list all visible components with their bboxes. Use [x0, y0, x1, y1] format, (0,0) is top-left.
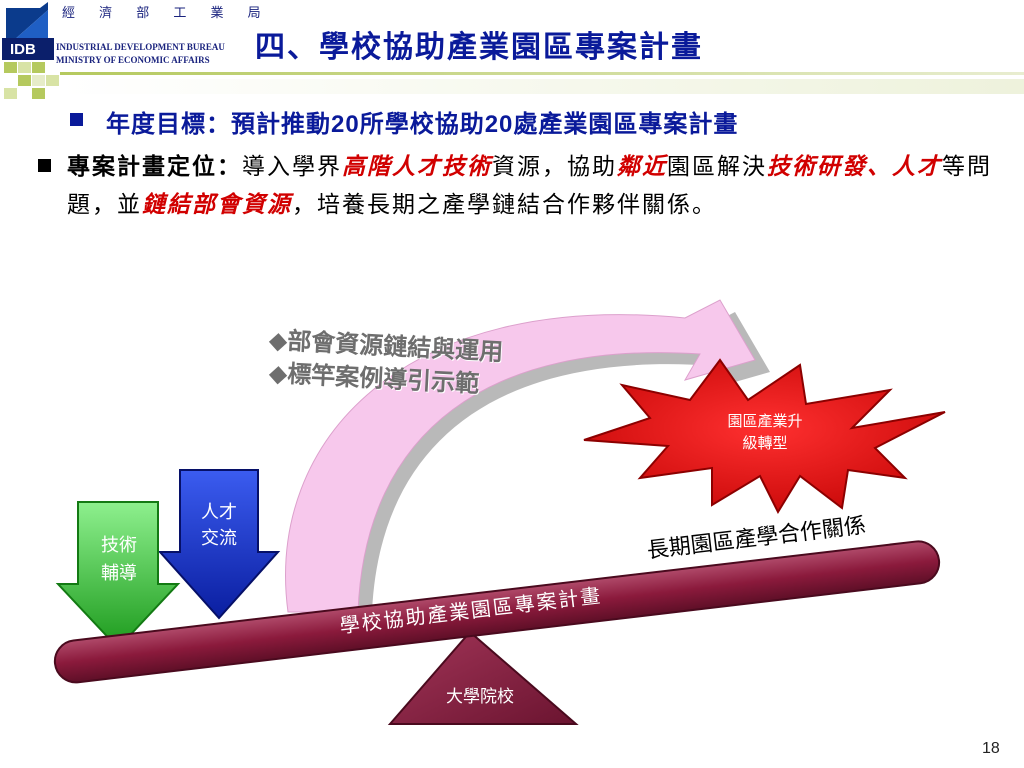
- green-down-arrow: [55, 501, 181, 650]
- header-band: [60, 79, 1024, 94]
- deco-square: [32, 62, 45, 73]
- org-name-en-2: MINISTRY OF ECONOMIC AFFAIRS: [56, 55, 210, 65]
- fulcrum-label: 大學院校: [446, 687, 514, 707]
- fulcrum-triangle: [387, 630, 579, 725]
- blue-arrow-label: 人才交流: [201, 502, 237, 549]
- deco-square: [32, 88, 45, 99]
- project-positioning-text: 專案計畫定位：導入學界高階人才技術資源，協助鄰近園區解決技術研發、人才等問題，並…: [67, 153, 992, 218]
- annual-goal: 年度目標：預計推動20所學校協助20處產業園區專案計畫: [106, 109, 739, 138]
- body-bullet: [38, 159, 51, 172]
- page-title: 四、學校協助產業園區專案計畫: [255, 30, 703, 65]
- org-name-cn: 經 濟 部 工 業 局: [62, 6, 271, 21]
- org-name-en-1: INDUSTRIAL DEVELOPMENT BUREAU: [56, 42, 225, 52]
- deco-square: [4, 88, 17, 99]
- header-rule: [60, 72, 1024, 75]
- idb-logo-text: IDB: [10, 41, 36, 58]
- deco-square: [46, 75, 59, 86]
- goal-bullet: [70, 113, 83, 126]
- deco-square: [32, 75, 45, 86]
- deco-square: [18, 75, 31, 86]
- blue-down-arrow: [157, 469, 281, 620]
- slide-header: IDB 經 濟 部 工 業 局 INDUSTRIAL DEVELOPMENT B…: [0, 0, 1024, 100]
- curved-arc-arrow: [285, 299, 756, 613]
- deco-square: [18, 62, 31, 73]
- lever-bar: [53, 540, 941, 684]
- slide-number: 18: [982, 740, 1000, 757]
- green-arrow-label: 技術輔導: [101, 535, 137, 584]
- starburst-shape: [583, 358, 946, 515]
- idb-logo-icon: [0, 0, 56, 68]
- deco-square: [4, 62, 17, 73]
- burst-label: 園區產業升級轉型: [727, 412, 803, 452]
